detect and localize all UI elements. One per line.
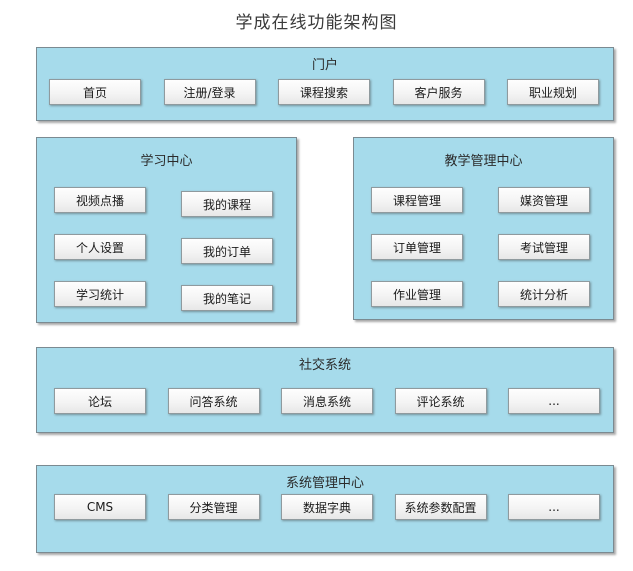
node-my-notes: 我的笔记 bbox=[181, 285, 273, 311]
panel-social-system-title: 社交系统 bbox=[298, 358, 351, 373]
panel-portal-row: 首页 注册/登录 课程搜索 客户服务 职业规划 bbox=[49, 79, 599, 105]
panel-teaching-management-center-title: 教学管理中心 bbox=[444, 154, 523, 169]
node-media-asset-management: 媒资管理 bbox=[498, 187, 590, 213]
panel-learning-center-title: 学习中心 bbox=[140, 154, 193, 169]
node-order-management: 订单管理 bbox=[371, 234, 463, 260]
node-my-courses: 我的课程 bbox=[181, 191, 273, 217]
node-video-on-demand: 视频点播 bbox=[54, 187, 146, 213]
node-qa-system: 问答系统 bbox=[167, 388, 260, 414]
node-homework-management: 作业管理 bbox=[371, 281, 463, 307]
panel-portal-title: 门户 bbox=[311, 58, 338, 73]
panel-learning-center: 学习中心 视频点播 我的课程 个人设置 我的订单 学习统计 我的笔记 bbox=[36, 137, 297, 323]
node-message-system: 消息系统 bbox=[281, 388, 373, 414]
node-social-ellipsis: ... bbox=[508, 388, 600, 414]
node-exam-management: 考试管理 bbox=[498, 234, 590, 260]
node-career-planning: 职业规划 bbox=[507, 79, 599, 105]
panel-learning-center-grid: 视频点播 我的课程 个人设置 我的订单 学习统计 我的笔记 bbox=[54, 187, 273, 311]
node-customer-service: 客户服务 bbox=[392, 79, 485, 105]
panel-system-management-center: 系统管理中心 CMS 分类管理 数据字典 系统参数配置 ... bbox=[36, 465, 614, 553]
panel-portal: 门户 首页 注册/登录 课程搜索 客户服务 职业规划 bbox=[36, 47, 614, 121]
node-my-orders: 我的订单 bbox=[181, 238, 273, 264]
diagram-title: 学成在线功能架构图 bbox=[235, 13, 398, 33]
node-register-login: 注册/登录 bbox=[163, 79, 256, 105]
panel-social-system: 社交系统 论坛 问答系统 消息系统 评论系统 ... bbox=[36, 347, 614, 433]
node-data-dictionary: 数据字典 bbox=[281, 494, 373, 520]
node-course-search: 课程搜索 bbox=[278, 79, 370, 105]
panel-system-management-center-title: 系统管理中心 bbox=[285, 476, 364, 491]
node-system-ellipsis: ... bbox=[508, 494, 600, 520]
panel-system-management-center-row: CMS 分类管理 数据字典 系统参数配置 ... bbox=[54, 494, 600, 520]
node-home: 首页 bbox=[49, 79, 141, 105]
node-course-management: 课程管理 bbox=[371, 187, 463, 213]
node-forum: 论坛 bbox=[54, 388, 146, 414]
node-comment-system: 评论系统 bbox=[394, 388, 487, 414]
panel-teaching-management-center-grid: 课程管理 媒资管理 订单管理 考试管理 作业管理 统计分析 bbox=[371, 187, 590, 307]
panel-social-system-row: 论坛 问答系统 消息系统 评论系统 ... bbox=[54, 388, 600, 414]
node-personal-settings: 个人设置 bbox=[54, 234, 146, 260]
node-cms: CMS bbox=[54, 494, 146, 520]
panel-teaching-management-center: 教学管理中心 课程管理 媒资管理 订单管理 考试管理 作业管理 统计分析 bbox=[353, 137, 614, 320]
node-learning-statistics: 学习统计 bbox=[54, 281, 146, 307]
node-category-management: 分类管理 bbox=[167, 494, 260, 520]
node-statistical-analysis: 统计分析 bbox=[498, 281, 590, 307]
node-system-parameter-config: 系统参数配置 bbox=[394, 494, 487, 520]
